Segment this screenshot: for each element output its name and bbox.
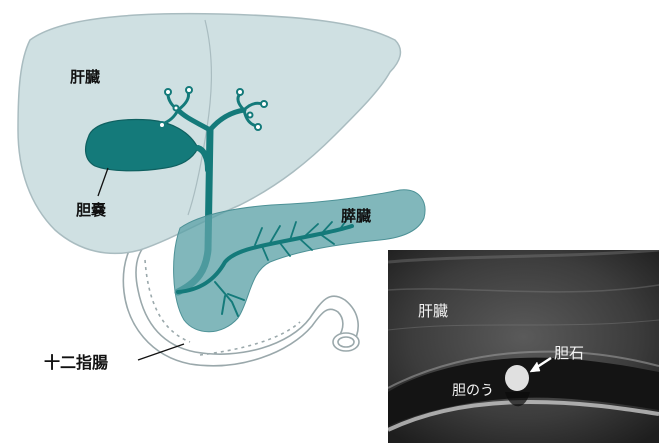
anatomy-diagram: 肝臓 胆嚢 膵臓 十二指腸 [18, 14, 425, 372]
us-gallstone-label: 胆石 [554, 344, 584, 362]
ultrasound-image: 肝臓 胆石 胆のう [388, 250, 659, 443]
gallstone [505, 365, 529, 391]
liver-label: 肝臓 [70, 68, 100, 86]
gallbladder-label: 胆嚢 [76, 201, 106, 219]
us-gallbladder-label: 胆のう [452, 383, 494, 399]
us-liver-label: 肝臓 [418, 302, 448, 320]
pancreas-label: 膵臓 [341, 207, 371, 225]
duodenum-label: 十二指腸 [44, 353, 108, 372]
